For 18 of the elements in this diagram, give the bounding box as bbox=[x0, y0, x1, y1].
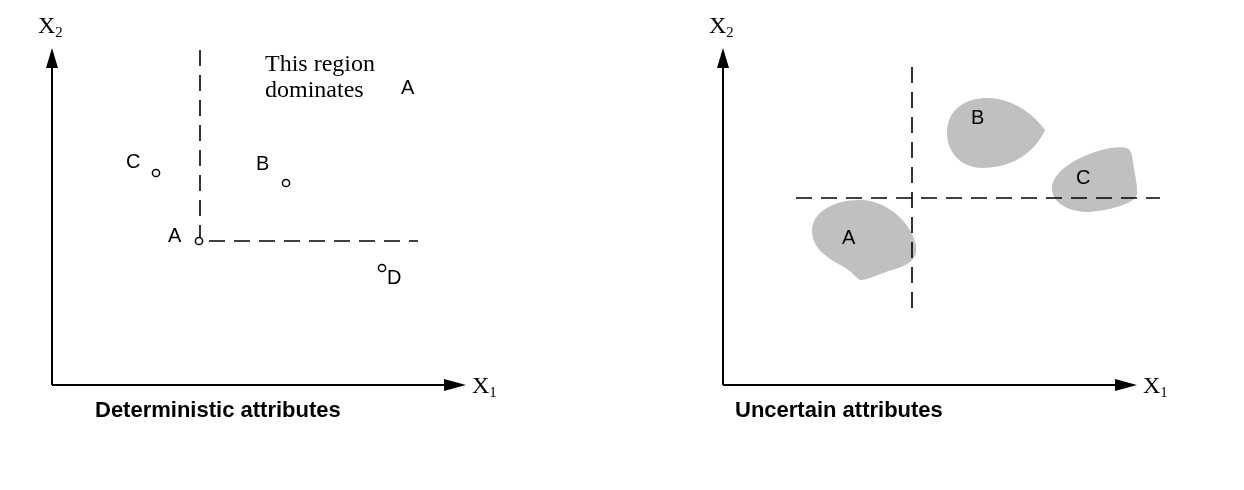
panel-caption: Uncertain attributes bbox=[735, 398, 943, 423]
region-label: A bbox=[842, 226, 856, 248]
uncertainty-region bbox=[947, 98, 1047, 170]
region-label: C bbox=[1076, 166, 1091, 188]
point-label: B bbox=[256, 152, 270, 174]
point-label: A bbox=[401, 76, 415, 98]
axis-label: X$_{1}$ bbox=[1143, 372, 1168, 399]
uncertainty-region bbox=[812, 198, 918, 282]
panel-caption: Deterministic attributes bbox=[95, 398, 341, 423]
point-label: A bbox=[168, 224, 182, 246]
point-label: D bbox=[387, 266, 402, 288]
uncertainty-region bbox=[1050, 146, 1140, 214]
annotation: This region dominates bbox=[265, 50, 376, 103]
point-label: C bbox=[126, 150, 141, 172]
axis-label: X$_{2}$ bbox=[38, 12, 63, 39]
axis-label: X$_{2}$ bbox=[709, 12, 734, 39]
axis-label: X$_{1}$ bbox=[472, 372, 497, 399]
region-label: B bbox=[971, 106, 985, 128]
